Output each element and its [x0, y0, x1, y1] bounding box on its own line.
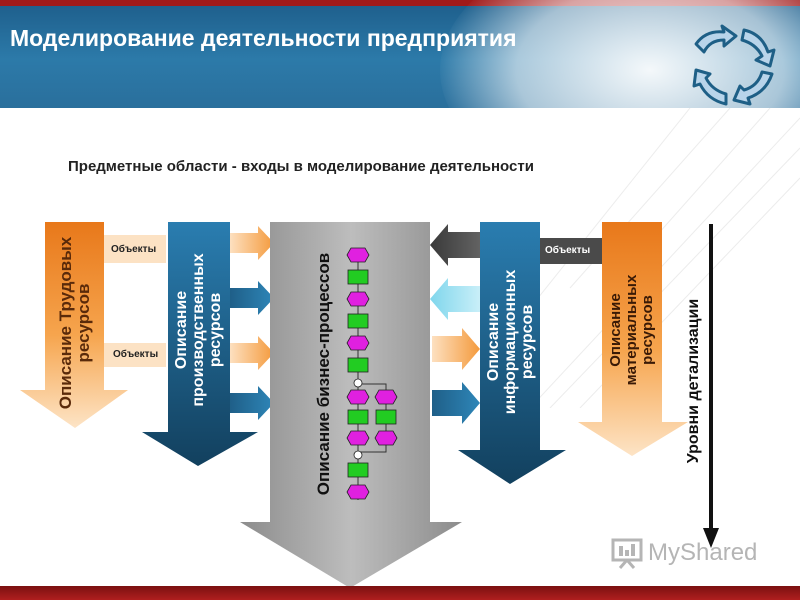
business-processes-label: Описание бизнес-процессов — [314, 252, 333, 496]
page-title: Моделирование деятельности предприятия — [10, 25, 517, 51]
header-red-stripe — [0, 0, 800, 6]
detail-levels-label: Уровни детализации — [685, 298, 702, 464]
material-resources-label: Описание материальных ресурсов — [607, 274, 656, 386]
process-chain — [346, 247, 398, 500]
arrow-right-1 — [230, 226, 274, 260]
diagram-subtitle: Предметные области - входы в моделирован… — [68, 158, 534, 175]
arrow-right-4 — [230, 386, 274, 420]
footer-stripe — [0, 586, 800, 600]
objects-bar-2 — [104, 343, 166, 367]
detail-level-arrow — [703, 224, 719, 548]
objects-label-1: Объекты — [111, 244, 157, 255]
labor-resources-label: Описание Трудовых ресурсов — [56, 236, 93, 410]
recycle-arrows-icon — [692, 24, 776, 106]
objects-label-3: Объекты — [545, 245, 591, 256]
objects-bar-1 — [104, 235, 166, 263]
arrow-right-2 — [230, 281, 274, 315]
labor-resources-arrow — [20, 222, 128, 428]
material-resources-arrow — [578, 222, 688, 456]
arrow-left-cyan — [430, 278, 490, 320]
business-processes-arrow — [240, 222, 462, 588]
watermark-text: MyShared — [648, 539, 758, 566]
header-banner: Моделирование деятельности предприятия — [0, 0, 800, 108]
arrow-right-5 — [432, 328, 480, 370]
information-resources-label: Описание информационных ресурсов — [484, 269, 536, 415]
watermark: MyShared — [610, 536, 757, 570]
objects-bar-3 — [538, 238, 602, 264]
production-resources-label: Описание производственных ресурсов — [172, 253, 224, 407]
production-resources-arrow — [142, 222, 258, 466]
arrow-right-6 — [432, 382, 480, 424]
presentation-board-icon — [611, 538, 643, 569]
objects-label-2: Объекты — [113, 349, 159, 360]
arrow-left-dark — [430, 224, 490, 266]
information-resources-arrow — [458, 222, 566, 484]
arrow-right-3 — [230, 336, 274, 370]
